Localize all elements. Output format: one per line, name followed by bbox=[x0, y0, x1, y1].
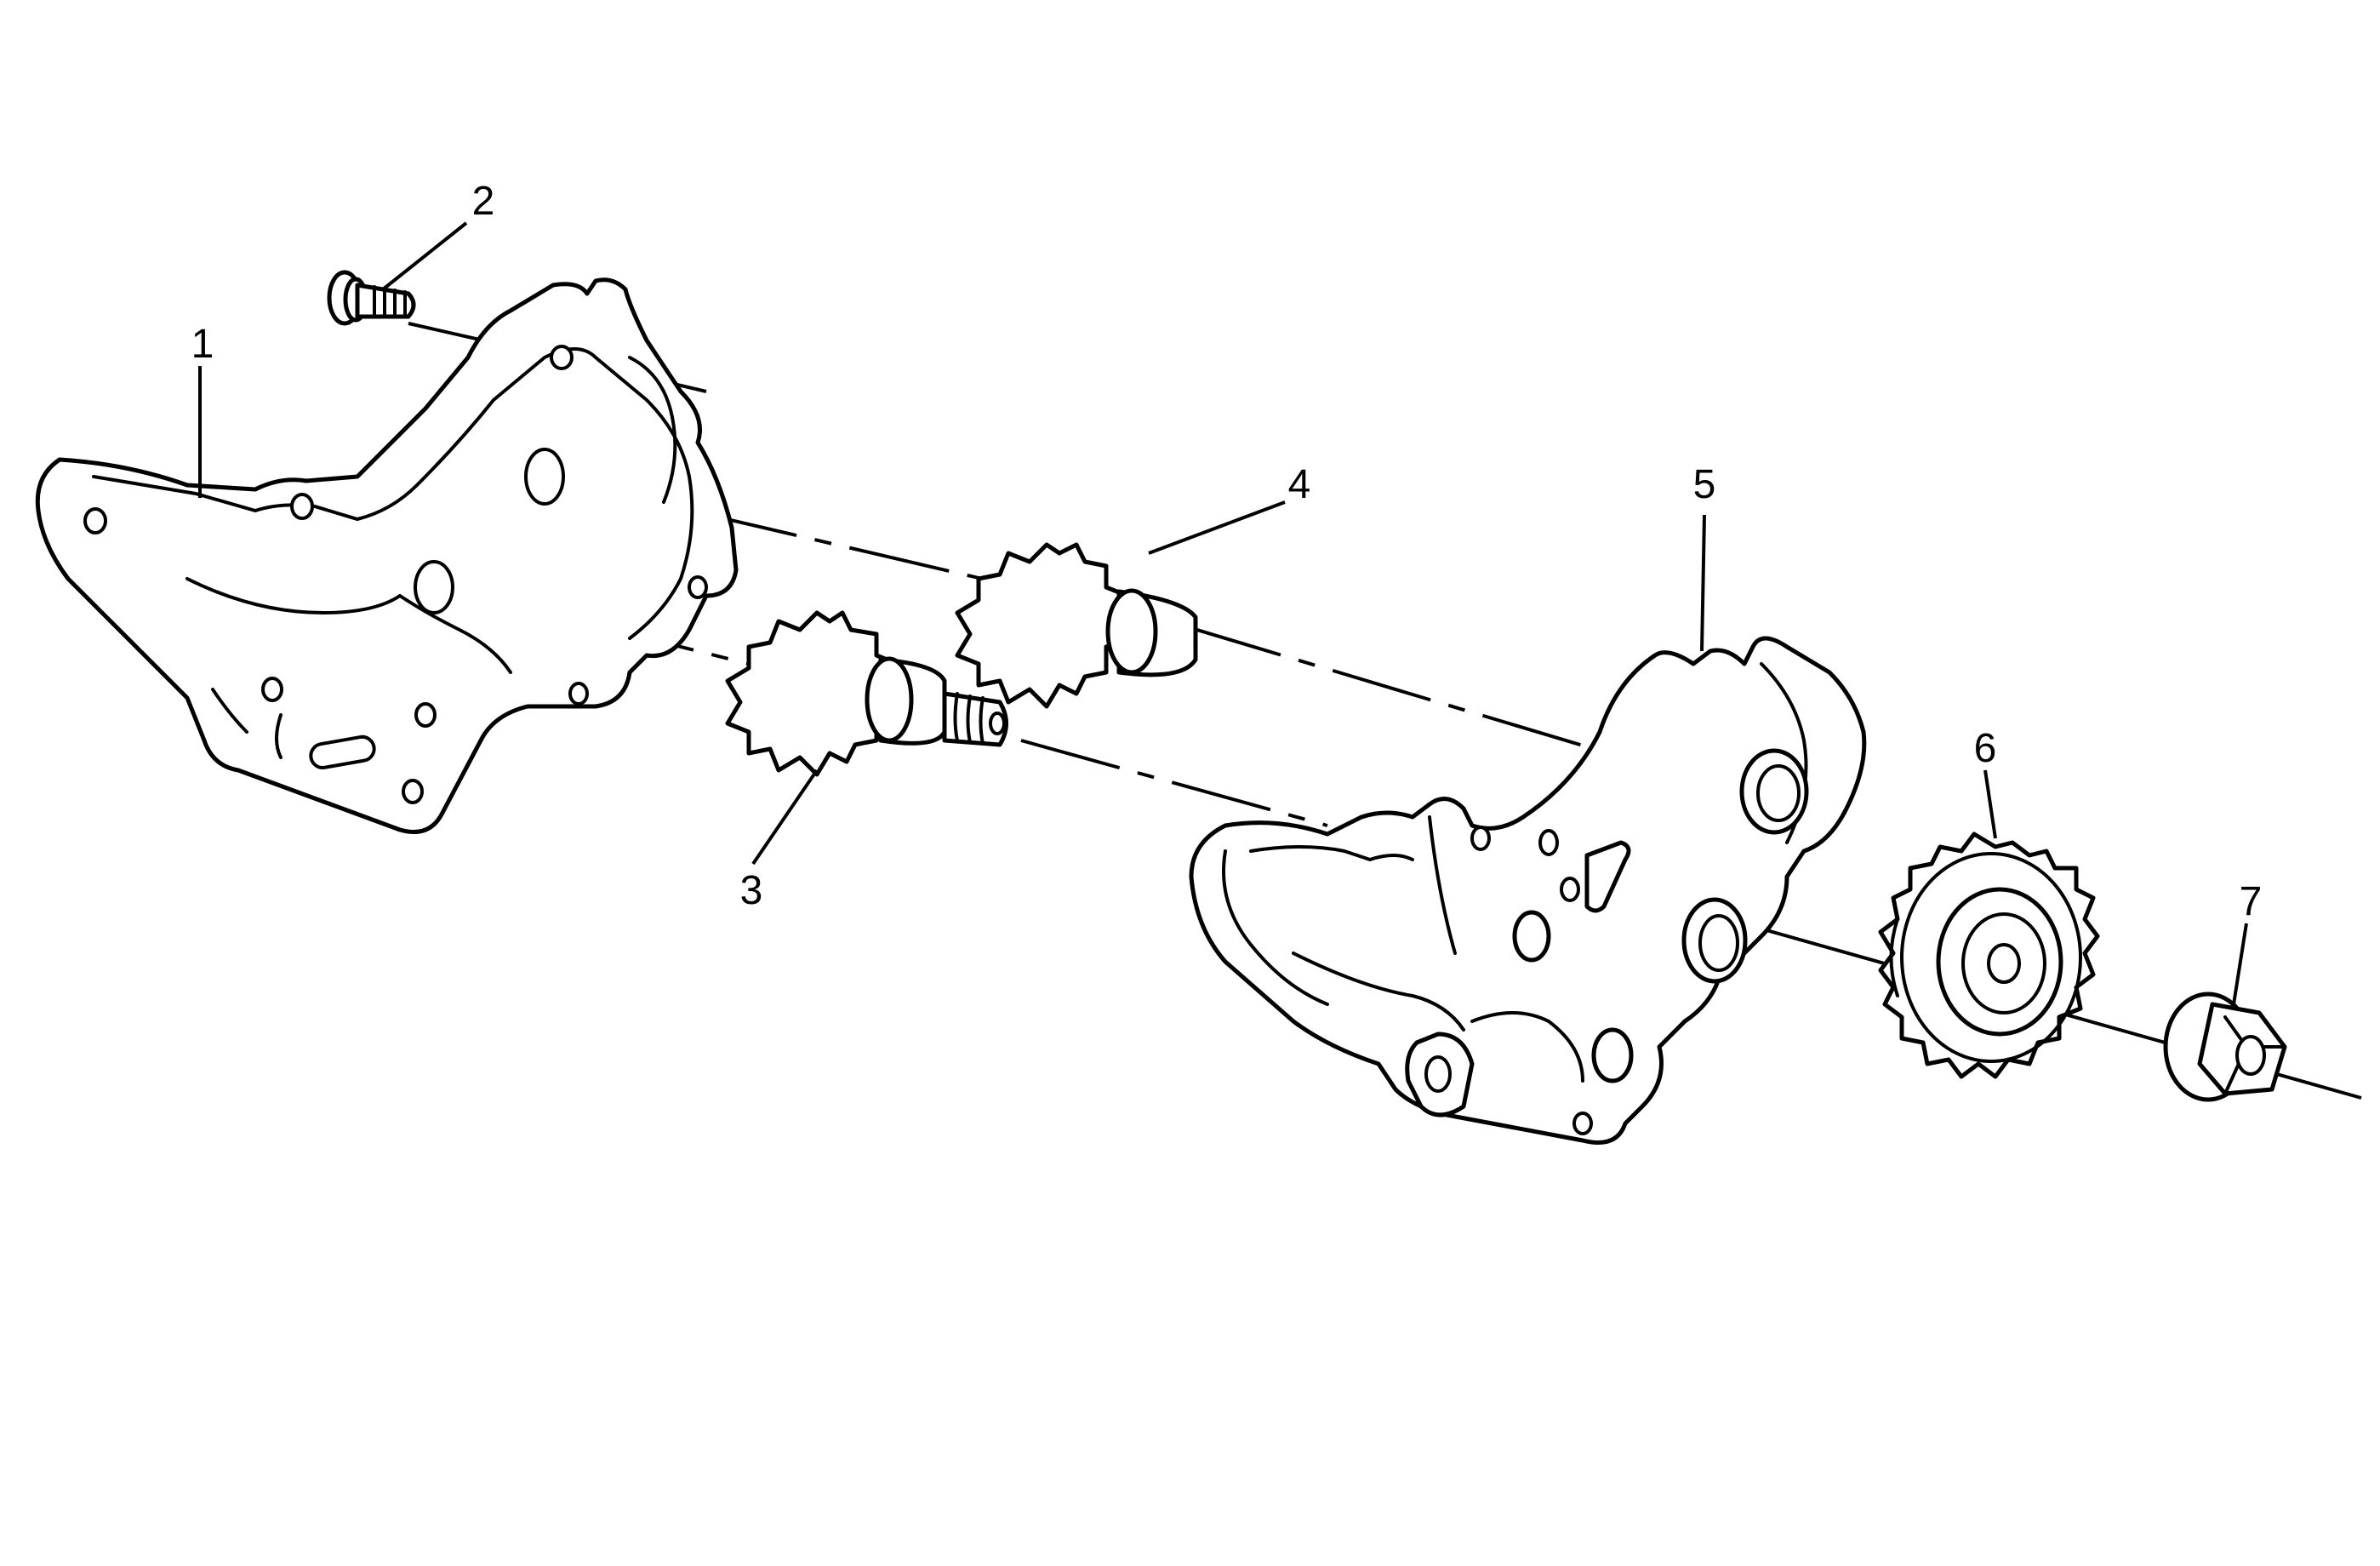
leader-line-7 bbox=[2232, 923, 2248, 1005]
cover-bolt-hole bbox=[402, 779, 424, 804]
cover-bolt-hole bbox=[290, 493, 314, 520]
upper-pump-gear bbox=[955, 542, 1198, 709]
cover-slot bbox=[309, 734, 376, 769]
callout-5: 5 bbox=[1693, 462, 1716, 507]
cover-bolt-hole bbox=[568, 682, 589, 706]
cover-shaft-bore bbox=[524, 448, 565, 506]
leader-lines bbox=[198, 221, 2248, 1005]
upper-gear-axis-line-2 bbox=[1182, 624, 1609, 755]
drive-gear bbox=[1878, 832, 2100, 1079]
body-port bbox=[1584, 840, 1631, 913]
leader-line-6 bbox=[1983, 769, 1997, 839]
lower-gear-axis-line-2 bbox=[1020, 739, 1328, 827]
leader-line-4 bbox=[1148, 500, 1286, 555]
cover-bolt-hole bbox=[688, 575, 708, 599]
lower-pump-gear bbox=[725, 610, 1008, 777]
leader-line-3 bbox=[751, 769, 819, 866]
callout-labels: 1 2 3 4 5 6 7 bbox=[191, 179, 2263, 924]
cover-shaft-bore bbox=[414, 560, 454, 614]
leader-line-5 bbox=[1700, 514, 1706, 652]
cover-bolt-hole bbox=[261, 677, 283, 702]
cover-bolt-hole bbox=[550, 345, 574, 370]
callout-3: 3 bbox=[740, 868, 763, 913]
pump-cover bbox=[35, 277, 739, 834]
callout-2: 2 bbox=[472, 179, 495, 224]
callout-4: 4 bbox=[1288, 462, 1311, 507]
flange-nut bbox=[2163, 992, 2287, 1102]
callout-6: 6 bbox=[1974, 726, 1997, 771]
cover-bolt-hole bbox=[83, 507, 107, 534]
pump-body bbox=[1189, 636, 1867, 1145]
leader-line-2 bbox=[381, 221, 468, 291]
bolt bbox=[327, 270, 416, 326]
callout-7: 7 bbox=[2240, 879, 2263, 924]
callout-1: 1 bbox=[191, 322, 214, 367]
cover-bolt-hole bbox=[414, 702, 437, 728]
